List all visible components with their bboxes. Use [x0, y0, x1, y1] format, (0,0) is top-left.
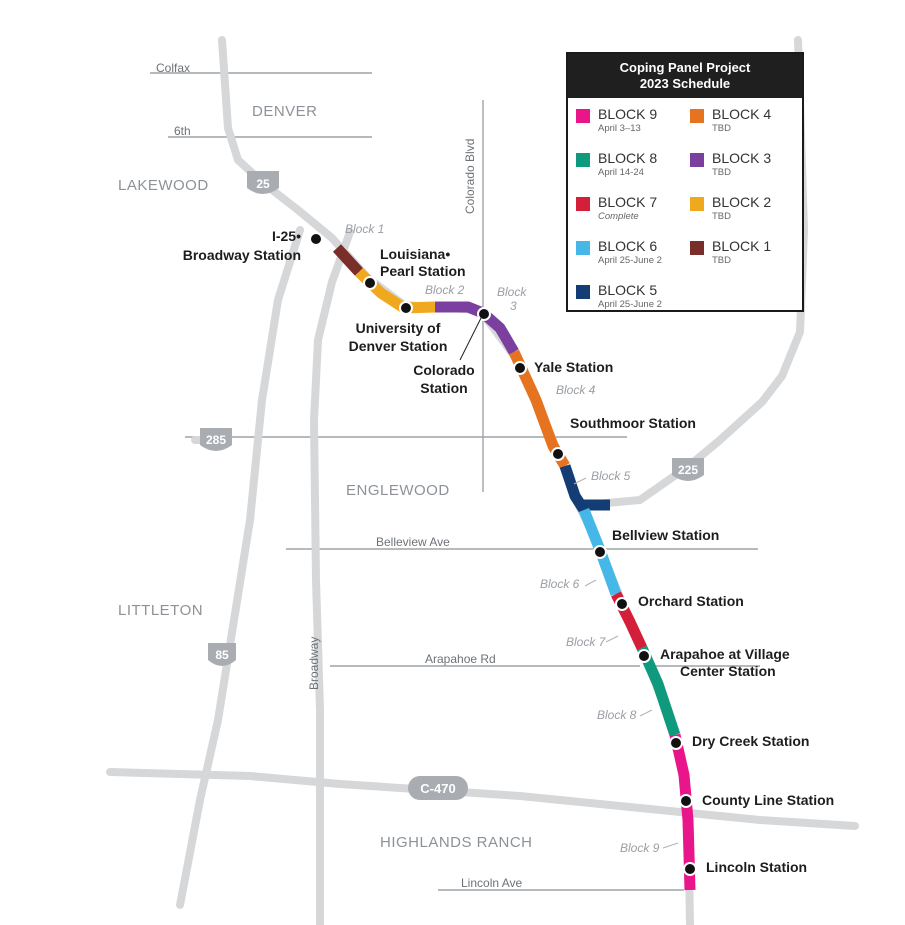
street-broadway: Broadway — [307, 637, 321, 690]
legend-label: BLOCK 5 — [598, 282, 658, 298]
station-label-county-line: County Line Station — [702, 792, 834, 808]
station-dot-bellview — [593, 545, 607, 559]
station-label-du-2: Denver Station — [349, 338, 448, 354]
legend-label: BLOCK 6 — [598, 238, 658, 254]
block6-label: Block 6 — [540, 577, 580, 591]
svg-text:225: 225 — [678, 463, 698, 477]
station-label-lincoln: Lincoln Station — [706, 859, 807, 875]
block5-segment — [559, 464, 610, 513]
station-label-colorado-2: Station — [420, 380, 467, 396]
legend-date: April 25-June 2 — [598, 299, 662, 310]
station-dot-colorado — [477, 307, 491, 321]
block5-label: Block 5 — [591, 469, 631, 483]
area-denver: DENVER — [252, 103, 318, 120]
legend-date: April 14-24 — [598, 167, 644, 178]
station-label-louisiana-1: Louisiana• — [380, 246, 450, 262]
us85-shield: 85 — [208, 643, 236, 666]
legend-header: Coping Panel Project 2023 Schedule — [568, 54, 802, 98]
legend-title-line1: Coping Panel Project — [619, 60, 751, 75]
block2-label: Block 2 — [425, 283, 465, 297]
station-dot-arapahoe — [637, 649, 651, 663]
block1-segment — [332, 244, 364, 276]
block3-label-bottom: 3 — [510, 299, 517, 313]
legend-swatch — [576, 109, 590, 123]
station-dot-dry-creek — [669, 736, 683, 750]
area-littleton: LITTLETON — [118, 602, 203, 619]
block1-label: Block 1 — [345, 222, 384, 236]
street-arapahoe: Arapahoe Rd — [425, 652, 496, 666]
station-label-i25-broadway-1: I-25• — [272, 228, 301, 244]
legend-date: TBD — [712, 167, 731, 178]
svg-text:285: 285 — [206, 433, 226, 447]
c470-highway — [106, 768, 859, 830]
station-label-louisiana-2: Pearl Station — [380, 263, 466, 279]
station-label-dry-creek: Dry Creek Station — [692, 733, 809, 749]
block4-label: Block 4 — [556, 383, 596, 397]
street-colorado-blvd: Colorado Blvd — [463, 139, 477, 214]
legend-label: BLOCK 3 — [712, 150, 772, 166]
block8-label: Block 8 — [597, 708, 637, 722]
area-highlands-ranch: HIGHLANDS RANCH — [380, 834, 533, 851]
i25-shield: 25 — [247, 171, 279, 194]
station-label-orchard: Orchard Station — [638, 593, 744, 609]
schedule-legend: Coping Panel Project 2023 Schedule BLOCK… — [566, 52, 804, 312]
legend-swatch — [576, 197, 590, 211]
station-label-arapahoe-1: Arapahoe at Village — [660, 646, 790, 662]
legend-label: BLOCK 1 — [712, 238, 772, 254]
i225-shield: 225 — [672, 458, 704, 481]
svg-text:85: 85 — [215, 648, 229, 662]
legend-label: BLOCK 4 — [712, 106, 772, 122]
station-dot-orchard — [615, 597, 629, 611]
svg-text:25: 25 — [256, 177, 270, 191]
legend-label: BLOCK 2 — [712, 194, 772, 210]
legend-swatch — [576, 241, 590, 255]
legend-date: Complete — [598, 211, 639, 222]
c470-shield: C-470 — [408, 776, 468, 800]
svg-text:C-470: C-470 — [420, 781, 455, 796]
block3-label-top: Block — [497, 285, 527, 299]
block9-label: Block 9 — [620, 841, 660, 855]
legend-label: BLOCK 8 — [598, 150, 658, 166]
station-dot-louisiana-pearl — [363, 276, 377, 290]
station-dot-university-of-denver — [399, 301, 413, 315]
area-englewood: ENGLEWOOD — [346, 482, 450, 499]
legend-date: TBD — [712, 123, 731, 134]
legend-title-line2: 2023 Schedule — [639, 76, 731, 91]
us85-highway — [176, 226, 304, 909]
area-lakewood: LAKEWOOD — [118, 177, 209, 194]
station-dot-lincoln — [683, 862, 697, 876]
legend-date: TBD — [712, 255, 731, 266]
station-label-du-1: University of — [356, 320, 441, 336]
us285-shield: 285 — [200, 428, 232, 451]
station-label-bellview: Bellview Station — [612, 527, 719, 543]
broadway-road — [310, 228, 354, 925]
street-6th: 6th — [174, 124, 191, 138]
street-colfax: Colfax — [156, 61, 190, 75]
legend-swatch — [690, 197, 704, 211]
legend-swatch — [690, 241, 704, 255]
block7-label: Block 7 — [566, 635, 607, 649]
station-dot-i25-broadway — [309, 232, 323, 246]
station-label-colorado-1: Colorado — [413, 362, 474, 378]
legend-swatch — [576, 153, 590, 167]
legend-swatch — [690, 153, 704, 167]
station-label-southmoor: Southmoor Station — [570, 415, 696, 431]
station-label-arapahoe-2: Center Station — [680, 663, 776, 679]
station-label-i25-broadway-2: Broadway Station — [183, 247, 301, 263]
legend-date: April 25-June 2 — [598, 255, 662, 266]
legend-swatch — [690, 109, 704, 123]
station-dot-yale — [513, 361, 527, 375]
station-label-yale: Yale Station — [534, 359, 613, 375]
legend-date: April 3–13 — [598, 123, 641, 134]
street-belleview: Belleview Ave — [376, 535, 450, 549]
legend-label: BLOCK 9 — [598, 106, 658, 122]
station-dot-county-line — [679, 794, 693, 808]
station-dot-southmoor — [551, 447, 565, 461]
legend-label: BLOCK 7 — [598, 194, 658, 210]
legend-date: TBD — [712, 211, 731, 222]
street-lincoln: Lincoln Ave — [461, 876, 522, 890]
legend-swatch — [576, 285, 590, 299]
